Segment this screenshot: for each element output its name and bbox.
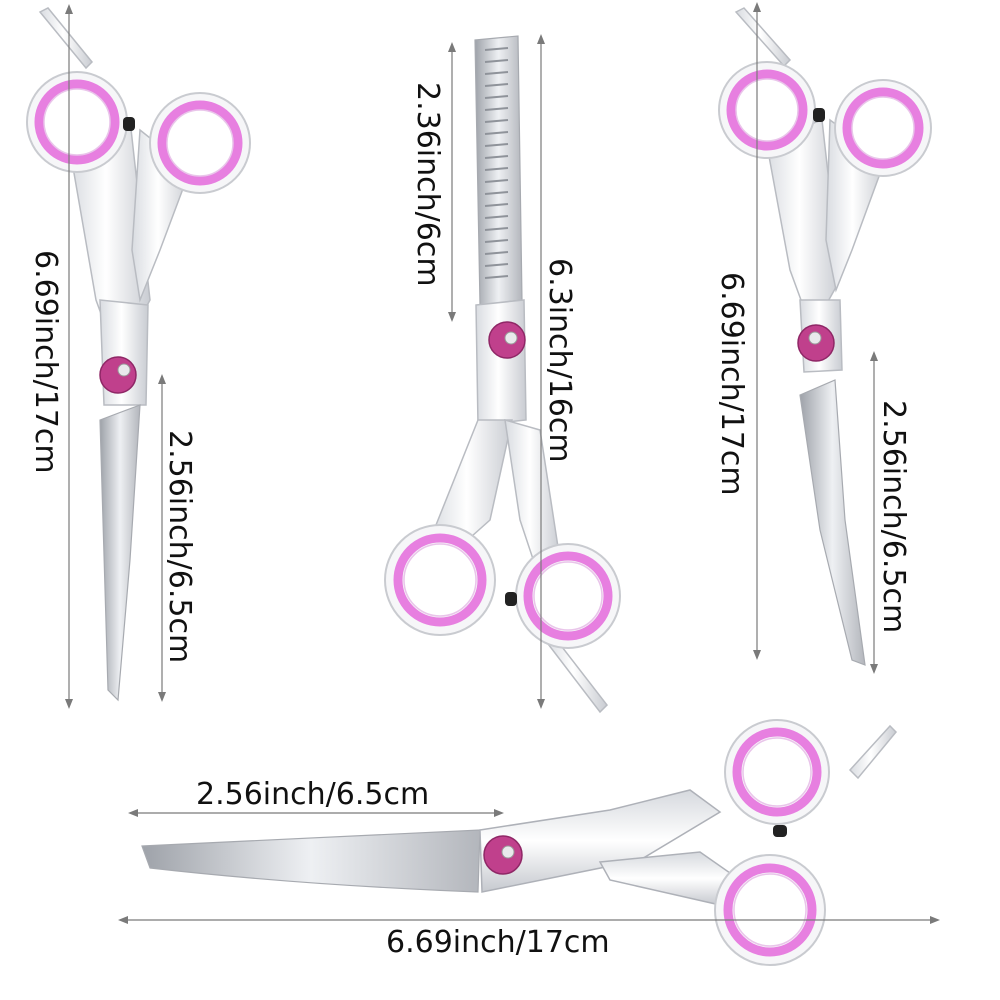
label-scissor3-total: 6.69inch/17cm: [714, 272, 749, 496]
dimension-line-scissor3-blade: [870, 351, 878, 674]
dimension-line-scissor2-total: [537, 34, 545, 709]
scissor-curved-horizontal: [141, 719, 898, 966]
dimension-line-scissor4-total: [118, 916, 940, 924]
label-scissor3-blade: 2.56inch/6.5cm: [876, 400, 911, 633]
scissor-thinning: [384, 35, 621, 714]
scissor-curved-right: [718, 7, 932, 666]
dimension-line-scissor1-total: [65, 4, 73, 709]
label-scissor1-total: 6.69inch/17cm: [28, 250, 63, 474]
dimension-line-scissor2-teeth: [448, 42, 456, 322]
dimension-line-scissor3-total: [753, 2, 761, 660]
label-scissor2-total: 6.3inch/16cm: [542, 258, 577, 463]
label-scissor2-teeth: 2.36inch/6cm: [410, 82, 445, 287]
label-scissor4-total: 6.69inch/17cm: [386, 925, 610, 960]
scissor-straight: [26, 7, 251, 702]
label-scissor4-blade: 2.56inch/6.5cm: [196, 777, 429, 812]
label-scissor1-blade: 2.56inch/6.5cm: [162, 430, 197, 663]
dimension-line-scissor4-blade: [128, 809, 504, 817]
dimension-line-scissor1-blade: [158, 374, 166, 702]
